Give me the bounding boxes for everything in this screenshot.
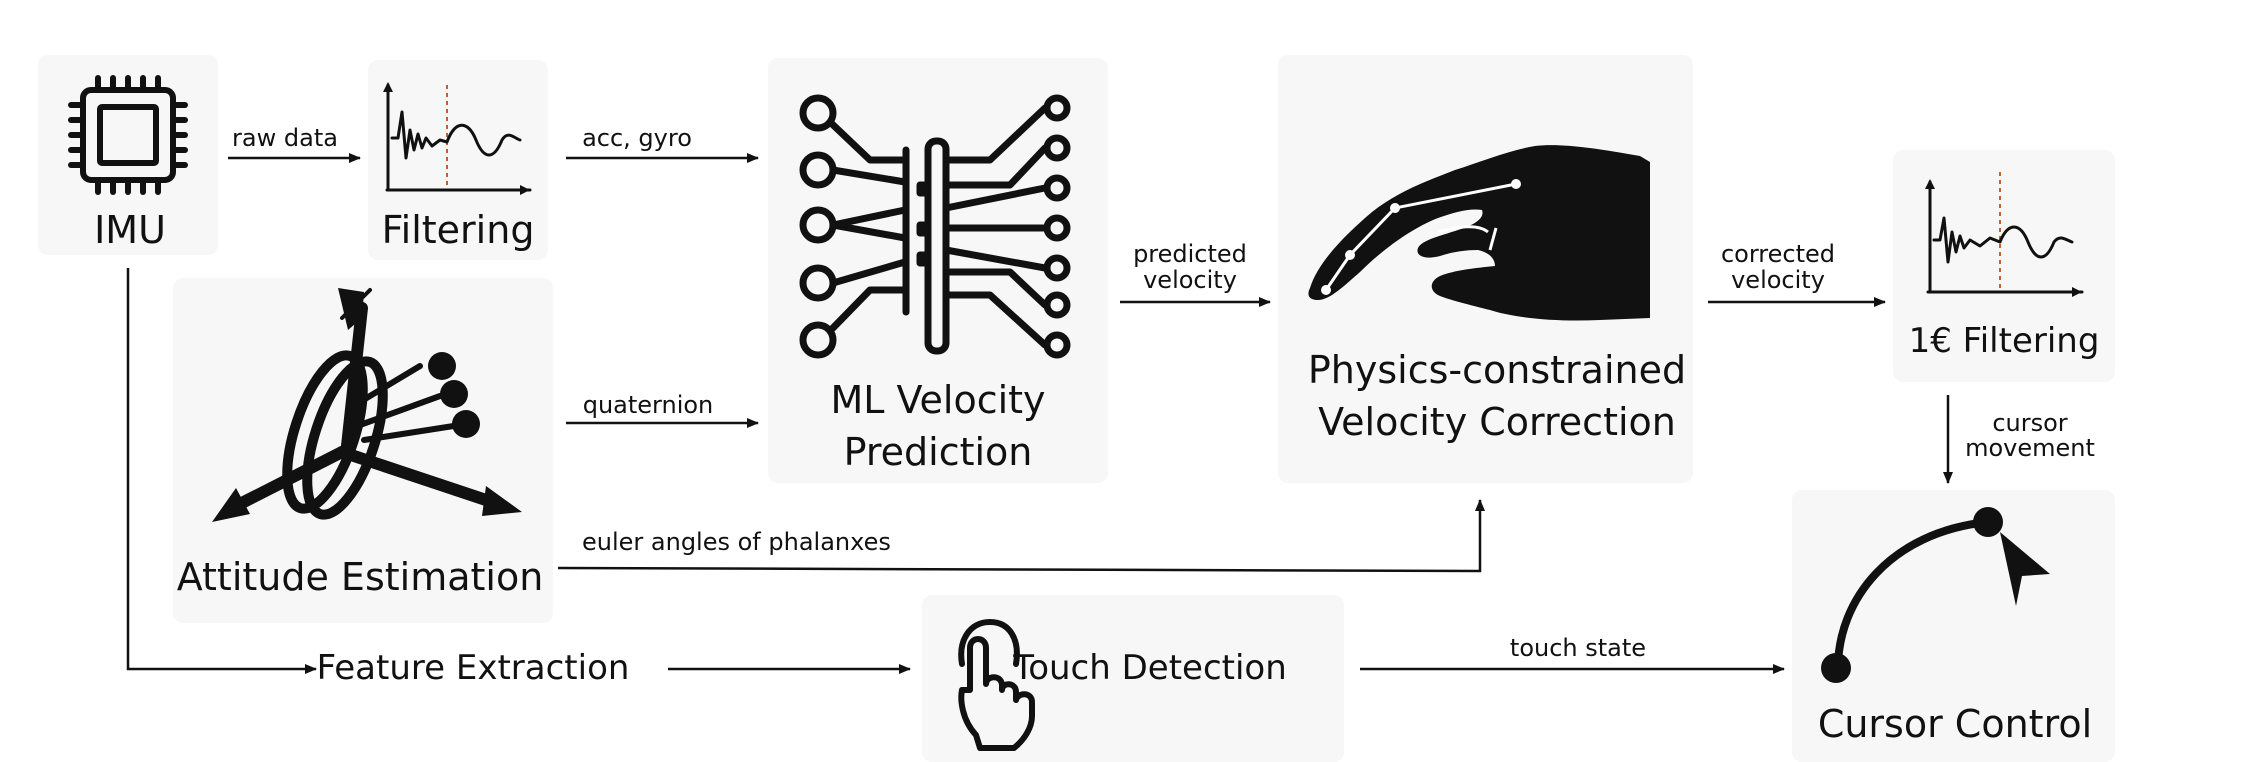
cursor-control-label: Cursor Control <box>1818 702 2092 746</box>
attitude-label: Attitude Estimation <box>177 555 544 599</box>
feature-extraction-label: Feature Extraction <box>317 648 630 688</box>
physics-label-line1: Physics-constrained <box>1308 348 1686 392</box>
ml-box <box>768 58 1108 483</box>
edge-attitude-physics <box>557 499 1485 573</box>
neural-network-icon <box>799 94 1071 359</box>
cursor-arc-icon <box>1821 507 2050 683</box>
touch-detection-label: Touch Detection <box>1012 648 1287 688</box>
attitude-box <box>173 278 553 623</box>
signal-plot-icon-2 <box>1925 172 2084 297</box>
edge-label-quaternion: quaternion <box>583 391 714 419</box>
edge-label-corrected-1: corrected <box>1721 240 1835 268</box>
edge-label-touch-state: touch state <box>1510 634 1646 662</box>
touch-box <box>922 595 1344 762</box>
cursor-box <box>1792 490 2115 762</box>
edge-label-acc-gyro: acc, gyro <box>582 124 692 152</box>
ml-label-line2: Prediction <box>844 430 1033 474</box>
edge-label-cursor-2: movement <box>1965 434 2095 462</box>
chip-icon <box>68 75 188 195</box>
edge-label-corrected-2: velocity <box>1731 266 1825 294</box>
signal-plot-icon <box>383 82 532 195</box>
edge-label-predicted-2: velocity <box>1143 266 1237 294</box>
hand-icon <box>1308 145 1650 321</box>
edge-label-cursor-1: cursor <box>1992 409 2067 437</box>
tap-finger-icon <box>958 619 1035 751</box>
one-euro-label: 1€ Filtering <box>1909 321 2100 361</box>
gyroscope-icon <box>212 288 522 522</box>
filtering-box <box>368 60 548 260</box>
filtering-label: Filtering <box>382 208 535 252</box>
physics-label-line2: Velocity Correction <box>1318 400 1676 444</box>
imu-label: IMU <box>94 208 166 252</box>
edge-imu-feature <box>126 268 317 674</box>
edge-label-raw-data: raw data <box>232 124 338 152</box>
edge-label-predicted-1: predicted <box>1133 240 1247 268</box>
edge-label-euler: euler angles of phalanxes <box>582 528 891 556</box>
one-euro-box <box>1893 150 2115 382</box>
ml-label-line1: ML Velocity <box>830 378 1045 422</box>
